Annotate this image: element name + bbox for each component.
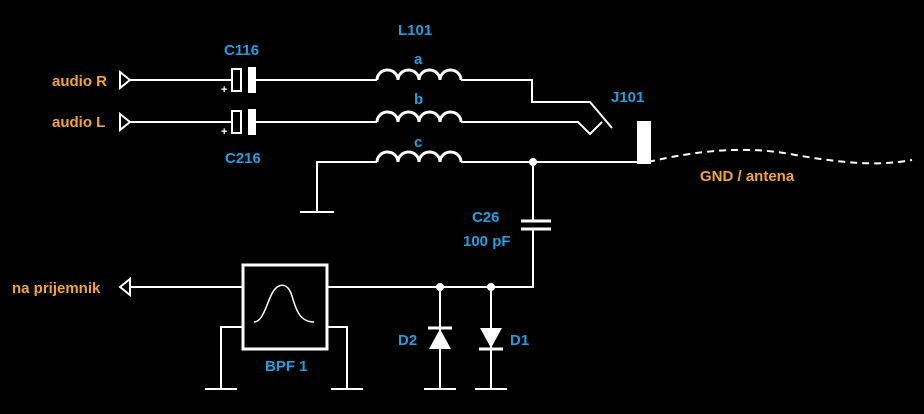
coil-c-line xyxy=(300,150,648,213)
label-na-prijemnik: na prijemnik xyxy=(12,280,101,297)
coil-a-to-jack-wire xyxy=(461,79,613,129)
label-d1: D1 xyxy=(510,332,529,349)
bpf-response-curve xyxy=(253,284,315,323)
label-c216: C216 xyxy=(225,150,261,167)
label-j101: J101 xyxy=(611,89,644,106)
label-c116: C116 xyxy=(224,42,259,59)
label-c26: C26 xyxy=(472,209,500,226)
coil-l101a xyxy=(375,68,463,81)
label-audio-l: audio L xyxy=(52,114,105,131)
jack-j101 xyxy=(637,121,651,164)
bpf-left-ground-wire xyxy=(220,326,243,389)
bpf1-box xyxy=(241,263,329,351)
coil-l101b xyxy=(375,110,463,123)
label-coil-c: c xyxy=(414,134,422,151)
label-coil-a: a xyxy=(414,51,423,68)
ground-to-coil-c-wire xyxy=(316,161,377,212)
audio-l-line xyxy=(119,109,603,136)
c216-plus-sign: + xyxy=(221,126,227,138)
label-gnd-antena: GND / antena xyxy=(700,168,795,185)
diode-d1 xyxy=(475,283,507,390)
capacitor-c116 xyxy=(231,67,256,93)
capacitor-c26 xyxy=(491,162,551,288)
audio-r-terminal-arrow xyxy=(119,69,132,91)
audio-r-line xyxy=(119,67,613,129)
coil-b-to-jack-wire xyxy=(461,121,603,136)
label-audio-r: audio R xyxy=(52,73,107,90)
bpf-right-ground-wire xyxy=(327,326,348,389)
label-c26-value: 100 pF xyxy=(463,233,511,250)
antenna-wire xyxy=(647,148,913,165)
c116-plus-sign: + xyxy=(221,84,227,96)
coil-l101c xyxy=(375,150,463,163)
label-bpf1: BPF 1 xyxy=(265,358,308,375)
receiver-terminal-arrow xyxy=(118,276,131,298)
label-l101: L101 xyxy=(398,22,432,39)
capacitor-c216 xyxy=(231,109,256,135)
label-coil-b: b xyxy=(414,91,423,108)
diode-d2 xyxy=(424,283,456,390)
audio-l-terminal-arrow xyxy=(119,111,132,133)
label-d2: D2 xyxy=(398,332,417,349)
